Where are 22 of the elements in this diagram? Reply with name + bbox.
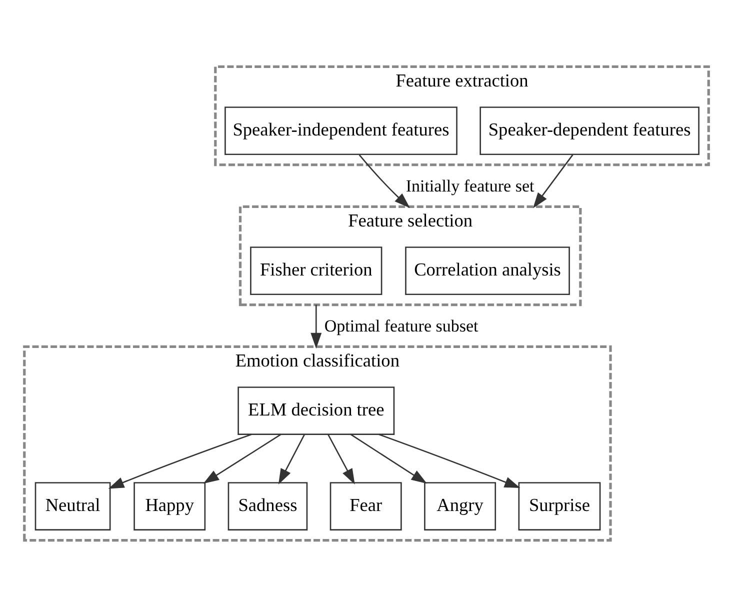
node-box: Happy xyxy=(134,482,206,530)
node-box: Correlation analysis xyxy=(405,246,570,295)
arrow xyxy=(278,434,305,484)
arrow xyxy=(108,434,252,489)
arrow xyxy=(328,434,355,484)
arrow xyxy=(350,434,428,484)
arrow xyxy=(310,304,322,349)
arrow xyxy=(378,434,520,488)
arrow xyxy=(203,434,282,484)
node-box: Angry xyxy=(424,482,496,530)
node-box: Fear xyxy=(330,482,402,530)
node-box: Sadness xyxy=(228,482,308,530)
arrow xyxy=(358,154,410,208)
node-box: Speaker-independent features xyxy=(224,106,458,155)
node-box: Neutral xyxy=(34,482,111,530)
node-box: Surprise xyxy=(518,482,601,530)
arrow xyxy=(532,154,574,208)
node-box: ELM decision tree xyxy=(238,386,395,435)
edge-label: Optimal feature subset xyxy=(324,316,478,336)
node-box: Speaker-dependent features xyxy=(480,106,700,155)
edge-label: Initially feature set xyxy=(406,176,534,196)
node-box: Fisher criterion xyxy=(250,246,382,295)
